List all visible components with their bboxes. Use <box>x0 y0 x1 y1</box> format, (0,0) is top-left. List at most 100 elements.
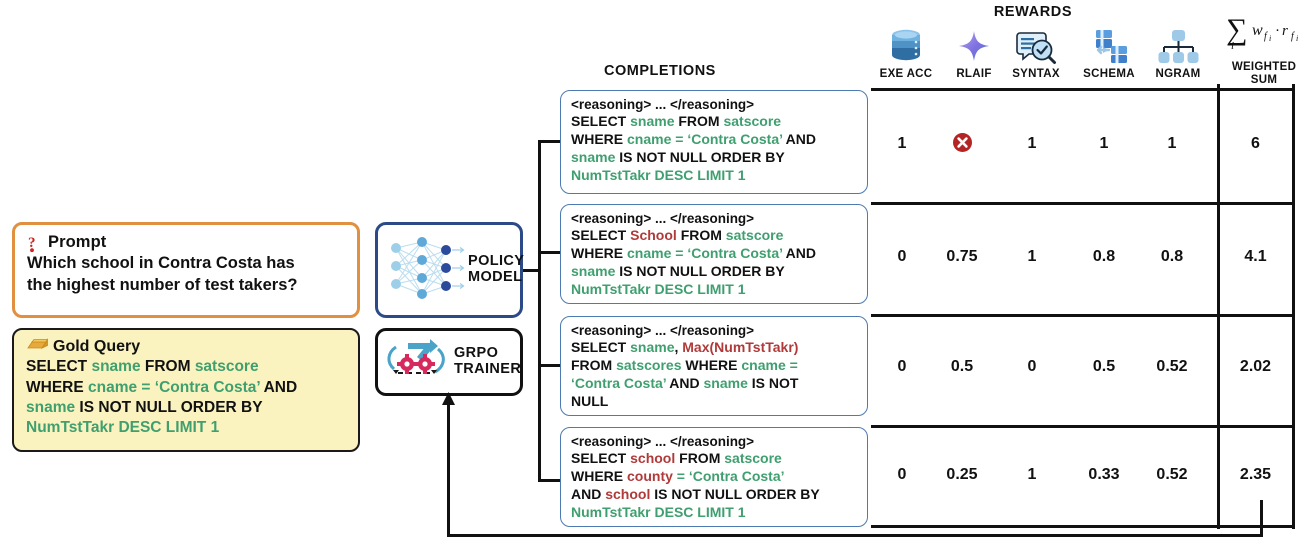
connector-branch-2 <box>538 251 562 254</box>
reasoning-tag-3: <reasoning> ... </reasoning> <box>571 323 755 338</box>
sql-token: school <box>630 450 680 466</box>
cell-schema: 0.33 <box>1088 466 1120 483</box>
sql-token: satscore <box>724 450 782 466</box>
sql-line-4: NumTstTakr DESC LIMIT 1 <box>26 418 346 438</box>
cell-ngram: 1 <box>1167 135 1177 152</box>
svg-text:∑: ∑ <box>1226 13 1247 46</box>
sql-line-2: WHERE cname = ‘Contra Costa’ AND <box>571 244 857 262</box>
sql-token: satscore <box>725 227 784 243</box>
sql-token: AND <box>263 378 298 396</box>
completion-box-3[interactable]: <reasoning> ... </reasoning> SELECT snam… <box>560 316 868 416</box>
cell-ngram: 0.52 <box>1156 358 1188 375</box>
grpo-trainer-box[interactable]: GRPO TRAINER <box>375 328 523 396</box>
sql-token: , <box>674 339 683 355</box>
completion-box-4[interactable]: <reasoning> ... </reasoning> SELECT scho… <box>560 427 868 527</box>
reward-column-label-2: SYNTAX <box>1012 68 1060 80</box>
svg-text:f: f <box>1291 31 1295 42</box>
sql-token: AND <box>785 245 816 262</box>
weighted-sum-formula: ∑ i w f i · r f i <box>1222 12 1306 58</box>
neural-network-icon <box>384 232 466 309</box>
schema-blocks-icon <box>1073 28 1145 66</box>
rewards-table: 1 1 1 1 6 0 0.75 1 0.8 0.8 4.1 <box>871 84 1295 529</box>
reward-column-label-0: EXE ACC <box>879 68 933 80</box>
cell-rlaif <box>931 132 993 158</box>
table-rule-1 <box>871 202 1295 205</box>
completions-title: COMPLETIONS <box>604 63 716 79</box>
weighted-sum-label: WEIGHTED SUM <box>1222 61 1306 87</box>
grpo-trainer-label-line1: GRPO <box>454 345 499 362</box>
sql-token: satscore <box>194 358 259 376</box>
svg-text:r: r <box>1282 23 1288 39</box>
cell-rlaif: 0.25 <box>946 466 978 483</box>
table-rule-3 <box>871 425 1295 428</box>
table-row: 0 0.5 0 0.5 0.52 2.02 <box>871 314 1295 425</box>
document-magnifier-check-icon <box>1000 28 1072 66</box>
sql-token: SELECT <box>571 113 631 129</box>
grpo-trainer-label: GRPO TRAINER <box>454 345 521 378</box>
sql-token: cname = ‘Contra Costa’ <box>88 378 264 396</box>
sql-token: FROM <box>678 113 724 129</box>
table-rule-top <box>871 88 1295 91</box>
gold-query-header: Gold Query <box>26 337 346 356</box>
sql-line-3: sname IS NOT NULL ORDER BY <box>571 262 857 280</box>
cell-exe-acc: 0 <box>897 466 907 483</box>
rewards-title: REWARDS <box>993 4 1073 20</box>
reasoning-tag-4: <reasoning> ... </reasoning> <box>571 434 755 449</box>
sql-token: WHERE <box>26 378 88 396</box>
sql-token: sname <box>630 339 675 355</box>
sql-line-4: NULL <box>571 392 857 410</box>
gears-cycle-icon <box>386 333 448 392</box>
completion-box-1[interactable]: <reasoning> ... </reasoning> SELECT snam… <box>560 90 868 194</box>
sql-token: SELECT <box>571 450 631 466</box>
sql-line-3: sname IS NOT NULL ORDER BY <box>571 148 857 166</box>
feedback-line-bottom <box>447 534 1263 537</box>
sql-token: NumTstTakr DESC LIMIT 1 <box>571 167 746 184</box>
sql-token: IS NOT NULL ORDER BY <box>619 149 785 166</box>
prompt-card: ? Prompt Which school in Contra Costa ha… <box>12 222 360 318</box>
sql-token: AND <box>571 486 606 503</box>
sql-token: AND <box>785 131 816 148</box>
feedback-line-vertical <box>447 404 450 537</box>
sql-token: ‘Contra Costa’ <box>571 375 670 392</box>
sql-token: sname <box>571 149 620 166</box>
sql-token: FROM <box>680 227 726 243</box>
reasoning-tag-2: <reasoning> ... </reasoning> <box>571 211 755 226</box>
policy-model-label: POLICY MODEL <box>468 253 524 286</box>
table-rule-2 <box>871 314 1295 317</box>
cell-rlaif: 0.5 <box>950 358 974 375</box>
sql-line-4: NumTstTakr DESC LIMIT 1 <box>571 280 857 298</box>
cell-schema: 1 <box>1099 135 1109 152</box>
weighted-sum-label-line2: SUM <box>1250 74 1278 87</box>
sql-token: WHERE <box>571 468 627 485</box>
prompt-text-line1: Which school in Contra Costa has <box>27 254 295 272</box>
policy-model-label-line2: MODEL <box>468 269 523 285</box>
sql-line-2: FROM satscores WHERE cname = <box>571 356 857 374</box>
sql-token: IS NOT NULL ORDER BY <box>654 486 820 503</box>
table-row: 0 0.75 1 0.8 0.8 4.1 <box>871 202 1295 314</box>
sql-token: sname <box>26 398 80 416</box>
cell-exe-acc: 1 <box>897 135 907 152</box>
cell-weighted-sum: 6 <box>1251 135 1260 152</box>
sql-token: cname = <box>741 357 798 374</box>
connector-policy-stem <box>523 269 541 272</box>
sql-token: AND <box>669 375 704 392</box>
sql-line-1: SELECT sname FROM satscore <box>571 112 857 130</box>
completion-box-2[interactable]: <reasoning> ... </reasoning> SELECT Scho… <box>560 204 868 304</box>
gold-query-title: Gold Query <box>53 337 141 355</box>
sql-line-1: SELECT sname FROM satscore <box>26 357 346 377</box>
cell-syntax: 1 <box>1027 466 1037 483</box>
cell-schema: 0.8 <box>1092 248 1116 265</box>
svg-text:i: i <box>1296 34 1298 43</box>
policy-model-box[interactable]: POLICY MODEL <box>375 222 524 318</box>
cell-rlaif: 0.75 <box>946 248 978 265</box>
sql-line-1: SELECT sname, Max(NumTstTakr) <box>571 338 857 356</box>
sql-token: sname <box>630 113 679 129</box>
cell-ngram: 0.52 <box>1156 466 1188 483</box>
connector-policy-spine <box>538 140 541 482</box>
reasoning-tag-1: <reasoning> ... </reasoning> <box>571 97 755 112</box>
